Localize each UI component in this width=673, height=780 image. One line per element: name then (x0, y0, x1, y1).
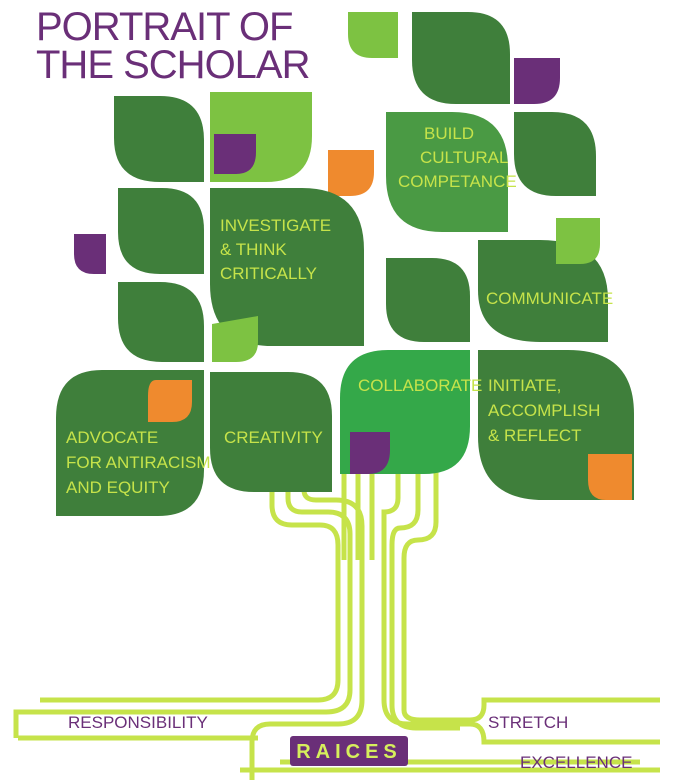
leaf-top-dark (412, 12, 510, 104)
leaf-build-cultural (386, 112, 508, 232)
label-critically: CRITICALLY (220, 264, 317, 283)
label-accomplish: ACCOMPLISH (488, 401, 600, 420)
leaf-purple-left (74, 234, 106, 274)
label-for-antiracism: FOR ANTIRACISM (66, 453, 211, 472)
label-cultural: CULTURAL (420, 148, 508, 167)
label-and-think: & THINK (220, 240, 287, 259)
leaf-creativity (210, 372, 332, 492)
leaf-top-purple (514, 58, 560, 104)
label-reflect: & REFLECT (488, 426, 582, 445)
label-communicate: COMMUNICATE (486, 289, 613, 308)
label-build: BUILD (424, 124, 474, 143)
tree-trunk (13, 468, 660, 780)
leaf-build-right (514, 112, 596, 196)
label-competance: COMPETANCE (398, 172, 517, 191)
leaf-comm-light (556, 218, 600, 264)
leaf-top-small-light (348, 12, 398, 58)
leaf-inv-lower-left (118, 282, 204, 362)
leaf-orange-top (328, 150, 374, 196)
leaf-communicate (478, 240, 608, 342)
leaf-inv-top-left (114, 96, 204, 182)
label-excellence: EXCELLENCE (520, 753, 632, 772)
label-creativity: CREATIVITY (224, 428, 323, 447)
label-initiate: INITIATE, (488, 376, 561, 395)
leaf-investigate (210, 188, 364, 346)
label-collaborate: COLLABORATE (358, 376, 482, 395)
leaf-inv-lower-light (212, 316, 258, 362)
leaf-collab-purple (350, 432, 390, 474)
label-and-equity: AND EQUITY (66, 478, 170, 497)
label-responsibility: RESPONSIBILITY (68, 713, 208, 732)
leaf-orange-advocate (148, 380, 192, 422)
title-line-1: PORTRAIT OF (36, 5, 292, 49)
leaf-inv-left (118, 188, 204, 274)
raices-badge (290, 736, 408, 766)
leaf-inv-purple (214, 134, 256, 174)
label-investigate: INVESTIGATE (220, 216, 331, 235)
label-stretch: STRETCH (488, 713, 568, 732)
label-advocate: ADVOCATE (66, 428, 158, 447)
title-line-2: THE SCHOLAR (36, 43, 310, 87)
leaf-comm-left (386, 258, 470, 342)
leaf-orange-initiate (588, 454, 632, 500)
label-raices: RAICES (296, 741, 402, 763)
